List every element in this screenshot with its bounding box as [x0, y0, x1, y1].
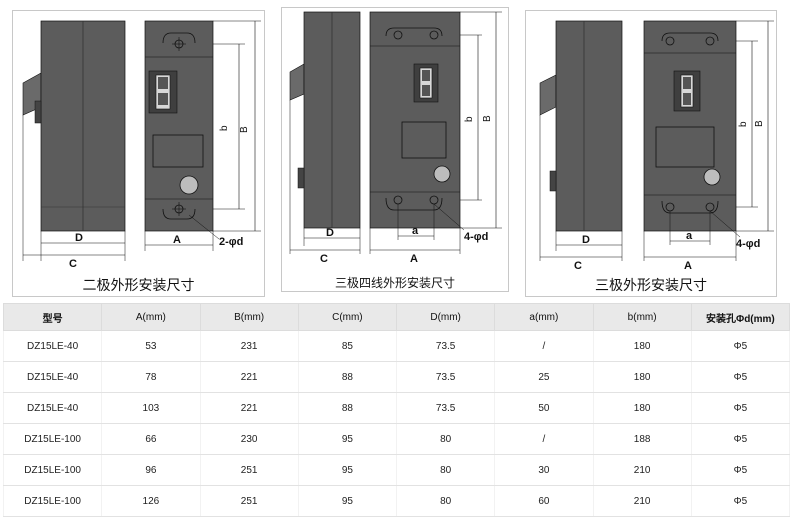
dim-a-label: a	[412, 225, 419, 237]
table-row: DZ15LE-100 126 251 95 80 60 210 Φ5	[2, 485, 791, 517]
dim-B-label: B	[754, 120, 765, 127]
table-cell: 25	[494, 361, 594, 393]
table-cell: Φ5	[690, 392, 791, 424]
spec-table: 型号 A(mm) B(mm) C(mm) D(mm) a(mm) b(mm) 安…	[2, 303, 791, 517]
header-B: B(mm)	[199, 303, 299, 331]
header-b: b(mm)	[592, 303, 692, 331]
table-cell: 221	[199, 361, 299, 393]
table-row: DZ15LE-40 103 221 88 73.5 50 180 Φ5	[2, 392, 791, 424]
table-cell: 73.5	[395, 330, 496, 362]
three-pole-four-wire-caption: 三极四线外形安装尺寸	[334, 276, 455, 290]
three-pole-diagram: b B D C a A 4-φd	[539, 20, 774, 272]
table-cell: DZ15LE-40	[2, 330, 103, 362]
dim-A-label: A	[173, 234, 181, 246]
table-cell: 251	[199, 454, 299, 486]
table-cell: 88	[297, 392, 398, 424]
dim-C-label: C	[69, 258, 77, 270]
dim-C-label: C	[320, 253, 328, 265]
dim-b-label: b	[738, 121, 749, 127]
table-cell: /	[494, 423, 594, 455]
table-cell: 180	[592, 392, 692, 424]
table-row: DZ15LE-40 53 231 85 73.5 / 180 Φ5	[2, 330, 791, 362]
table-cell: 95	[297, 485, 398, 517]
table-cell: 251	[199, 485, 299, 517]
hole-label: 4-φd	[464, 231, 488, 243]
table-cell: 210	[592, 454, 692, 486]
table-cell: 88	[297, 361, 398, 393]
table-cell: 103	[101, 392, 201, 424]
table-cell: DZ15LE-100	[2, 423, 103, 455]
table-cell: 30	[494, 454, 594, 486]
header-model: 型号	[2, 303, 103, 331]
table-cell: 60	[494, 485, 594, 517]
table-cell: DZ15LE-100	[2, 454, 103, 486]
hole-label: 2-φd	[219, 236, 243, 248]
dim-C-label: C	[574, 260, 582, 272]
table-row: DZ15LE-100 66 230 95 80 / 188 Φ5	[2, 423, 791, 455]
hole-label: 4-φd	[736, 238, 760, 250]
dim-b-label: b	[219, 125, 230, 131]
table-cell: 73.5	[395, 392, 496, 424]
table-cell: 80	[395, 423, 496, 455]
two-pole-diagram: b B D C A 2-φd	[22, 20, 261, 270]
table-row: DZ15LE-40 78 221 88 73.5 25 180 Φ5	[2, 361, 791, 393]
table-cell: DZ15LE-40	[2, 392, 103, 424]
header-a: a(mm)	[494, 303, 594, 331]
table-cell: Φ5	[690, 361, 791, 393]
table-cell: 96	[101, 454, 201, 486]
table-cell: 188	[592, 423, 692, 455]
table-cell: 221	[199, 392, 299, 424]
table-cell: 66	[101, 423, 201, 455]
table-cell: Φ5	[690, 423, 791, 455]
table-cell: 78	[101, 361, 201, 393]
table-cell: 95	[297, 454, 398, 486]
header-A: A(mm)	[101, 303, 201, 331]
table-cell: 231	[199, 330, 299, 362]
table-cell: 80	[395, 485, 496, 517]
table-cell: DZ15LE-40	[2, 361, 103, 393]
header-D: D(mm)	[395, 303, 496, 331]
three-pole-four-wire-diagram: b B D C a A 4-φd	[289, 11, 502, 265]
table-cell: 95	[297, 423, 398, 455]
table-row: DZ15LE-100 96 251 95 80 30 210 Φ5	[2, 454, 791, 486]
table-cell: Φ5	[690, 330, 791, 362]
table-cell: 80	[395, 454, 496, 486]
header-C: C(mm)	[297, 303, 398, 331]
three-pole-four-wire-diagram-panel: b B D C a A 4-φd 三极四线外形安装尺寸	[281, 7, 509, 292]
table-cell: 210	[592, 485, 692, 517]
table-cell: /	[494, 330, 594, 362]
table-cell: Φ5	[690, 454, 791, 486]
dim-B-label: B	[239, 126, 250, 133]
two-pole-diagram-panel: b B D C A 2-φd 二极外形安装尺寸	[12, 10, 265, 297]
dim-B-label: B	[482, 115, 493, 122]
dim-D-label: D	[75, 232, 83, 244]
dim-D-label: D	[326, 227, 334, 239]
table-cell: 73.5	[395, 361, 496, 393]
header-hole: 安装孔Φd(mm)	[690, 303, 791, 331]
table-cell: Φ5	[690, 485, 791, 517]
table-header-row: 型号 A(mm) B(mm) C(mm) D(mm) a(mm) b(mm) 安…	[2, 303, 791, 331]
dim-A-label: A	[410, 253, 418, 265]
table-cell: 126	[101, 485, 201, 517]
table-cell: 50	[494, 392, 594, 424]
dim-A-label: A	[684, 260, 692, 272]
dim-a-label: a	[686, 230, 693, 242]
table-cell: 85	[297, 330, 398, 362]
table-cell: 180	[592, 330, 692, 362]
table-cell: 180	[592, 361, 692, 393]
dim-b-label: b	[464, 116, 475, 122]
three-pole-diagram-panel: b B D C a A 4-φd 三极外形安装尺寸	[525, 10, 777, 297]
two-pole-caption: 二极外形安装尺寸	[82, 278, 195, 294]
dim-D-label: D	[582, 234, 590, 246]
table-cell: 53	[101, 330, 201, 362]
table-cell: 230	[199, 423, 299, 455]
table-cell: DZ15LE-100	[2, 485, 103, 517]
three-pole-caption: 三极外形安装尺寸	[595, 278, 707, 294]
